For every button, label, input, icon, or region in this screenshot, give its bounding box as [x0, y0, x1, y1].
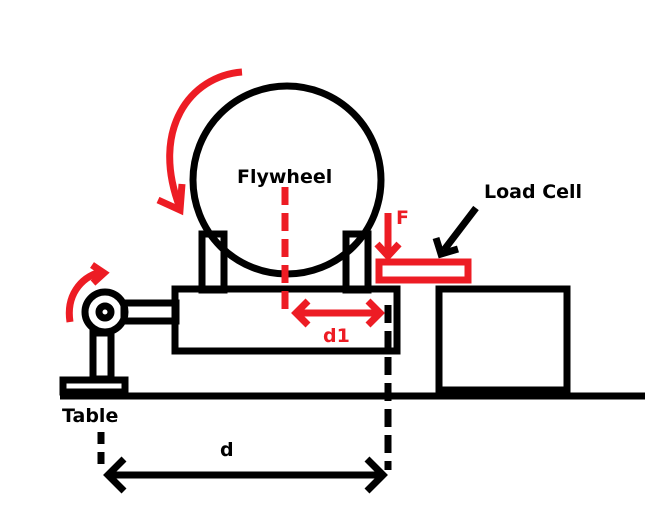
- pivot-rotation-arrow: [65, 268, 102, 323]
- d-label: d: [220, 439, 234, 461]
- load-cell-pad: [375, 258, 472, 284]
- load-cell-label: Load Cell: [484, 181, 583, 203]
- arrowhead-right: [364, 456, 388, 494]
- pivot-arm: [120, 299, 180, 325]
- pivot-rotation-arrowhead: [90, 262, 110, 286]
- flywheel-rotation-arrowhead: [156, 183, 186, 216]
- force-label: F: [396, 207, 409, 229]
- load-cell-pointer: [441, 205, 479, 253]
- flywheel-rotation-arrow: [166, 68, 243, 210]
- d1-arrowhead-right: [365, 298, 385, 328]
- table-label: Table: [62, 405, 119, 427]
- arrowhead-left: [103, 456, 127, 494]
- load-cell-pointer-head: [432, 236, 459, 259]
- pivot-outer: [81, 288, 129, 336]
- pivot-post: [89, 329, 115, 383]
- pivot-base: [59, 376, 129, 396]
- force-arrowhead: [374, 241, 402, 262]
- d1-arrowhead-left: [291, 298, 311, 328]
- flywheel-label: Flywheel: [237, 166, 333, 188]
- d1-label: d1: [323, 325, 350, 347]
- pivot-inner: [95, 302, 115, 322]
- load-cell-block: [435, 285, 571, 394]
